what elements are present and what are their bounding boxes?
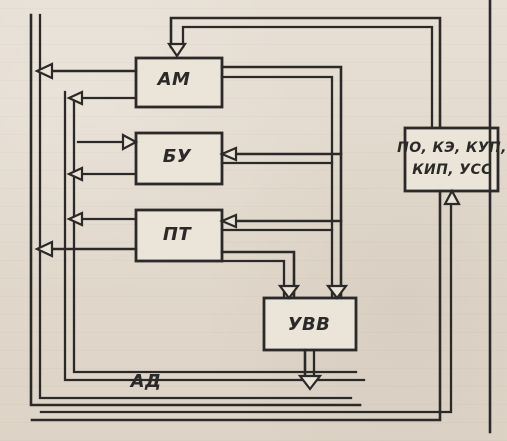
bu-left-output-arrow — [66, 166, 84, 182]
peripherals-bottom-arrow — [443, 188, 461, 206]
pt-to-uvv-inner — [220, 259, 286, 298]
block-peripherals — [403, 126, 500, 193]
left-outer-bus — [29, 13, 362, 407]
peripherals-label-line-1: ПО, КЭ, КУП, — [397, 140, 507, 156]
pt-left-upper-arrow — [66, 211, 84, 227]
block-bu — [134, 131, 224, 186]
bu-right-input-arrow — [219, 146, 238, 162]
pt-to-uvv-outer — [220, 250, 296, 298]
left-inner-bus — [38, 13, 353, 400]
bus-label: АД — [129, 371, 162, 392]
uvv-left-top-arrow — [277, 284, 301, 300]
peripherals-lower-outer-link — [30, 189, 442, 422]
bu-left-input-arrow — [121, 133, 139, 151]
am-left-upper-arrow — [34, 62, 54, 80]
am-right-second-bus — [220, 75, 334, 298]
lower-bus-return-inner — [72, 100, 358, 374]
top-feedback-inner — [181, 25, 434, 130]
pt-left-lower-arrow — [34, 240, 54, 258]
lower-bus-return-outer — [63, 90, 366, 382]
block-uvv — [262, 296, 358, 352]
peripherals-label-line-2: КИП, УСС — [412, 162, 492, 178]
block-pt-label: ПТ — [163, 224, 192, 245]
am-left-lower-arrow — [66, 90, 84, 106]
top-feedback-outer — [169, 16, 442, 130]
am-right-top-bus — [220, 65, 343, 298]
block-am — [134, 56, 224, 109]
block-bu-label: БУ — [163, 146, 192, 167]
block-pt — [134, 208, 224, 263]
uvv-right-top-arrow — [325, 284, 349, 300]
uvv-bottom-arrow — [297, 374, 323, 391]
block-am-label: АМ — [156, 69, 191, 90]
am-top-arrow — [166, 42, 188, 58]
pt-right-input-arrow — [219, 213, 238, 229]
block-uvv-label: УВВ — [288, 314, 331, 335]
peripherals-lower-inner-link — [39, 189, 453, 414]
